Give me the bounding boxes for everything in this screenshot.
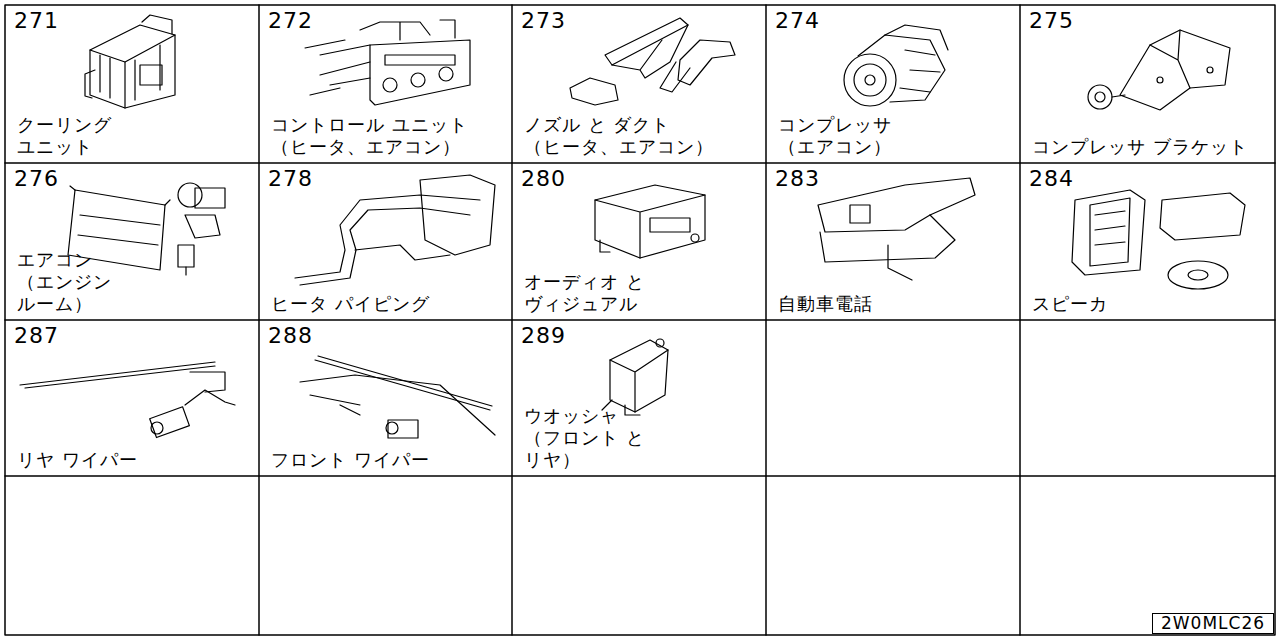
heater-pipe-figure — [295, 175, 495, 285]
catalog-cell: 288 フロント ワイパー — [259, 320, 512, 476]
part-name: ノズル と ダクト （ヒータ、エアコン） — [524, 114, 722, 158]
compressor-figure — [844, 25, 948, 106]
part-name: フロント ワイパー — [271, 449, 430, 471]
audio-figure — [595, 185, 705, 258]
bracket-figure — [1088, 30, 1230, 110]
part-name: コンプレッサ （エアコン） — [778, 114, 904, 158]
telephone-figure — [818, 178, 975, 280]
catalog-cell: 271 クーリング ユニット — [5, 5, 259, 163]
part-name: 自動車電話 — [778, 293, 873, 315]
catalog-cell: 276 エアコン （エンジン ルーム） — [5, 163, 259, 320]
speaker-figure — [1072, 190, 1245, 289]
control-unit-figure — [305, 20, 470, 105]
catalog-cell: 274 コンプレッサ （エアコン） — [766, 5, 1020, 163]
callout-number: 288 — [268, 324, 313, 348]
catalog-cell: 275 コンプレッサ ブラケット — [1020, 5, 1275, 163]
catalog-cell: 272 コントロール ユニット （ヒータ、エアコン） — [259, 5, 512, 163]
catalog-cell: 278 ヒータ パイピング — [259, 163, 512, 320]
callout-number: 275 — [1029, 9, 1074, 33]
callout-number: 271 — [14, 9, 59, 33]
drawing-code: 2W0MLC26 — [1161, 614, 1265, 633]
catalog-cell: 283 自動車電話 — [766, 163, 1020, 320]
drawing-code-box: 2W0MLC26 — [1152, 613, 1274, 634]
callout-number: 278 — [268, 167, 313, 191]
callout-number: 272 — [268, 9, 313, 33]
part-name: ヒータ パイピング — [271, 293, 430, 315]
callout-number: 280 — [521, 167, 566, 191]
washer-figure — [602, 339, 668, 415]
catalog-cell: 287 リヤ ワイパー — [5, 320, 259, 476]
callout-number: 273 — [521, 9, 566, 33]
rear-wiper-figure — [20, 362, 235, 438]
cooling-unit-figure — [85, 15, 175, 108]
callout-number: 287 — [14, 324, 59, 348]
part-name: エアコン （エンジン ルーム） — [17, 249, 192, 315]
catalog-cell: 273 ノズル と ダクト （ヒータ、エアコン） — [512, 5, 766, 163]
callout-number: 283 — [775, 167, 820, 191]
part-name: リヤ ワイパー — [17, 449, 138, 471]
callout-number: 289 — [521, 324, 566, 348]
part-name: クーリング ユニット — [17, 114, 125, 158]
catalog-cell: 284 スピーカ — [1020, 163, 1275, 320]
callout-number: 274 — [775, 9, 820, 33]
part-name: ウオッシャ （フロント と リヤ） — [524, 405, 706, 471]
callout-number: 276 — [14, 167, 59, 191]
part-name: オーディオ と ヴィジュアル — [524, 271, 650, 315]
catalog-cell: 289 ウオッシャ （フロント と リヤ） — [512, 320, 766, 476]
grid — [5, 5, 1275, 635]
front-wiper-figure — [300, 356, 495, 438]
callout-number: 284 — [1029, 167, 1074, 191]
part-name: コントロール ユニット （ヒータ、エアコン） — [271, 114, 469, 158]
part-name: スピーカ — [1032, 293, 1108, 315]
part-name: コンプレッサ ブラケット — [1032, 136, 1248, 158]
catalog-cell: 280 オーディオ と ヴィジュアル — [512, 163, 766, 320]
duct-figure — [570, 18, 735, 105]
